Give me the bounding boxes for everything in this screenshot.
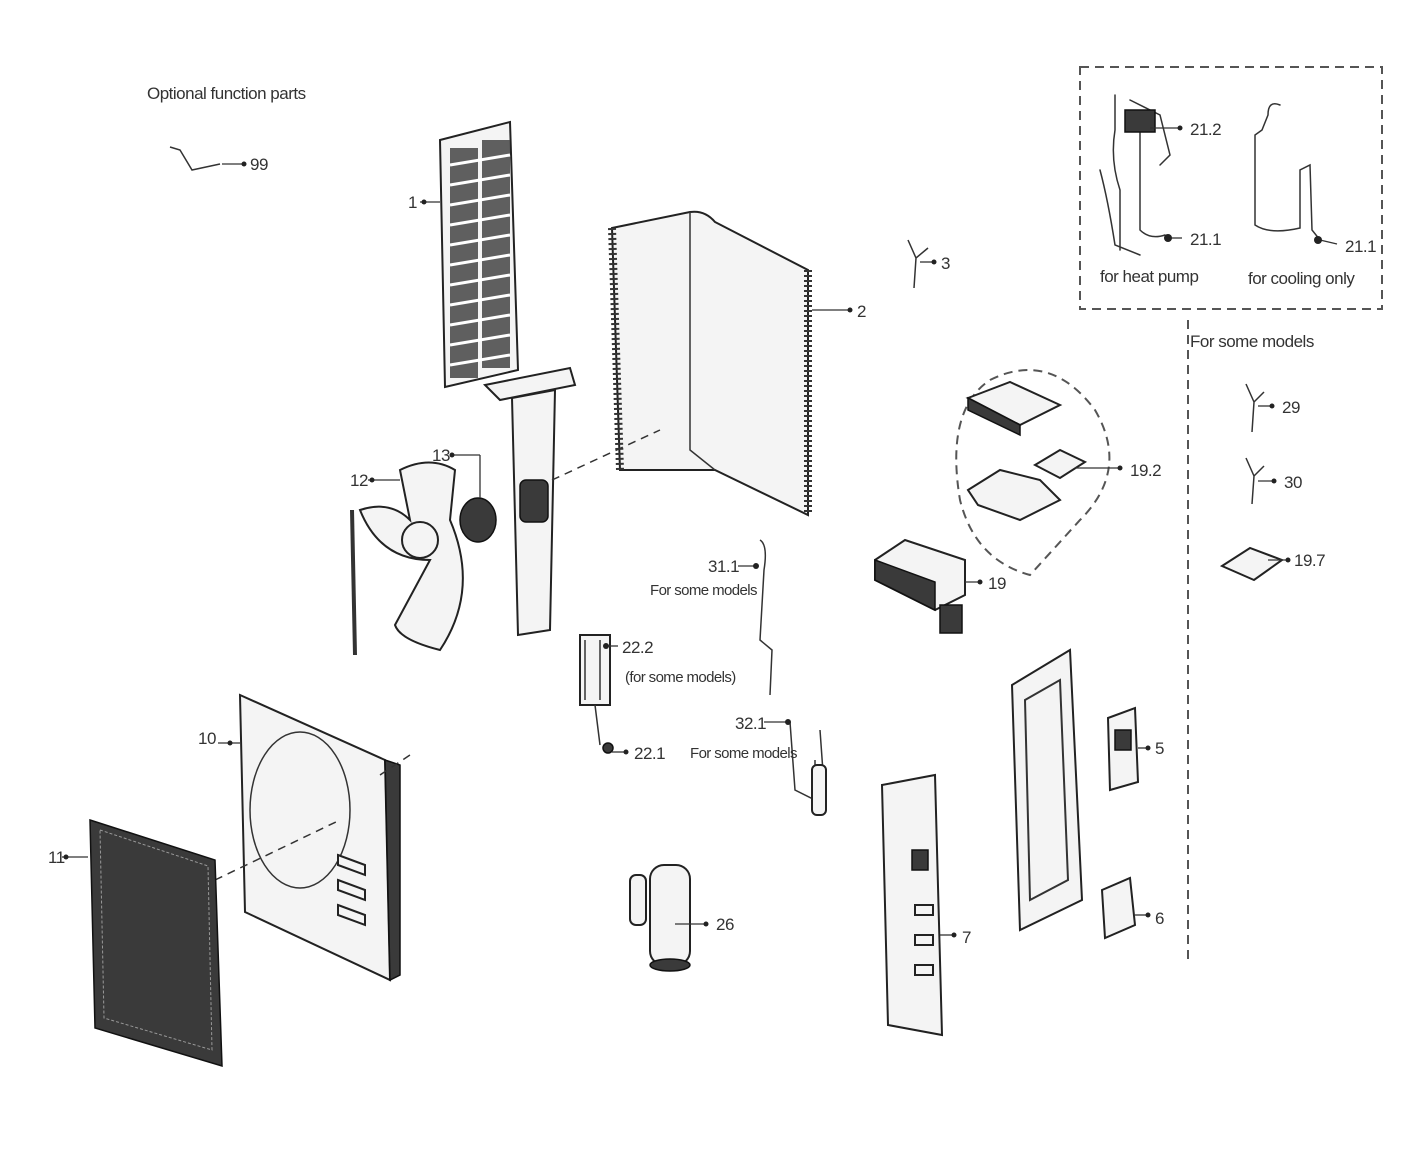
part-label-26: 26 bbox=[716, 915, 734, 934]
partition-plate bbox=[1010, 648, 1084, 932]
part-2-condenser-coil: 2 bbox=[608, 210, 867, 517]
part-21-heat-pump-valve: 21.2 21.1 for heat pump bbox=[1099, 94, 1222, 286]
part-19-7-board: 19.7 bbox=[1219, 546, 1326, 582]
part-19-2-control-boards: 19.2 bbox=[965, 380, 1162, 522]
control-box-detail-outline bbox=[955, 369, 1111, 577]
part-label-19: 19 bbox=[988, 574, 1006, 593]
part-label-11: 11 bbox=[48, 848, 65, 867]
optional-parts-title: Optional function parts bbox=[147, 84, 306, 103]
part-10-front-panel: 10 bbox=[198, 693, 411, 982]
part-label-31-1: 31.1 bbox=[708, 557, 739, 576]
part-31-1-note: For some models bbox=[650, 582, 757, 599]
part-12-fan-blade: 12 bbox=[350, 461, 464, 656]
part-30-sensor: 30 bbox=[1245, 457, 1302, 505]
part-7-right-side-panel: 7 bbox=[880, 773, 972, 1037]
cooling-only-caption: for cooling only bbox=[1248, 269, 1355, 288]
part-11-front-grille: 11 bbox=[48, 818, 223, 1068]
part-1-top-grille: 1 bbox=[408, 120, 520, 389]
part-label-10: 10 bbox=[198, 729, 216, 748]
part-label-21-1-heat-pump: 21.1 bbox=[1190, 230, 1221, 249]
heat-pump-caption: for heat pump bbox=[1100, 267, 1198, 286]
part-99-cable: 99 bbox=[169, 146, 268, 174]
part-26-compressor: 26 bbox=[629, 864, 734, 972]
part-21-cooling-only-pipe: 21.1 for cooling only bbox=[1248, 103, 1377, 288]
part-5-cover: 5 bbox=[1106, 706, 1165, 792]
part-label-22-2: 22.2 bbox=[622, 638, 653, 657]
part-29-sensor: 29 bbox=[1245, 383, 1300, 433]
part-label-32-1: 32.1 bbox=[735, 714, 766, 733]
motor-support-bracket bbox=[482, 366, 661, 637]
part-31-1-pipe: 31.1 For some models bbox=[650, 539, 773, 696]
part-label-99: 99 bbox=[250, 155, 268, 174]
part-label-7: 7 bbox=[962, 928, 971, 947]
part-label-2: 2 bbox=[857, 302, 866, 321]
part-label-22-1: 22.1 bbox=[634, 744, 665, 763]
part-13-fan-motor: 13 bbox=[432, 446, 497, 543]
part-label-12: 12 bbox=[350, 471, 368, 490]
part-label-3: 3 bbox=[941, 254, 950, 273]
part-32-1-note: For some models bbox=[690, 745, 797, 762]
part-label-6: 6 bbox=[1155, 909, 1164, 928]
part-32-1-pipe: 32.1 For some models bbox=[690, 714, 827, 816]
some-models-caption: For some models bbox=[1190, 332, 1314, 351]
part-label-29: 29 bbox=[1282, 398, 1300, 417]
valve-options-box bbox=[1079, 66, 1383, 310]
part-19-electrical-box: 19 bbox=[874, 538, 1006, 634]
part-label-21-2: 21.2 bbox=[1190, 120, 1221, 139]
part-22-valves: 22.2 (for some models) 22.1 bbox=[579, 634, 737, 763]
part-label-13: 13 bbox=[432, 446, 450, 465]
part-label-19-2: 19.2 bbox=[1130, 461, 1161, 480]
part-label-19-7: 19.7 bbox=[1294, 551, 1325, 570]
part-label-5: 5 bbox=[1155, 739, 1164, 758]
part-6-cover: 6 bbox=[1100, 876, 1165, 940]
part-22-2-note: (for some models) bbox=[625, 669, 736, 686]
part-label-1: 1 bbox=[408, 193, 417, 212]
part-label-21-1-cooling: 21.1 bbox=[1345, 237, 1376, 256]
part-3-sensor: 3 bbox=[907, 239, 951, 289]
part-label-30: 30 bbox=[1284, 473, 1302, 492]
